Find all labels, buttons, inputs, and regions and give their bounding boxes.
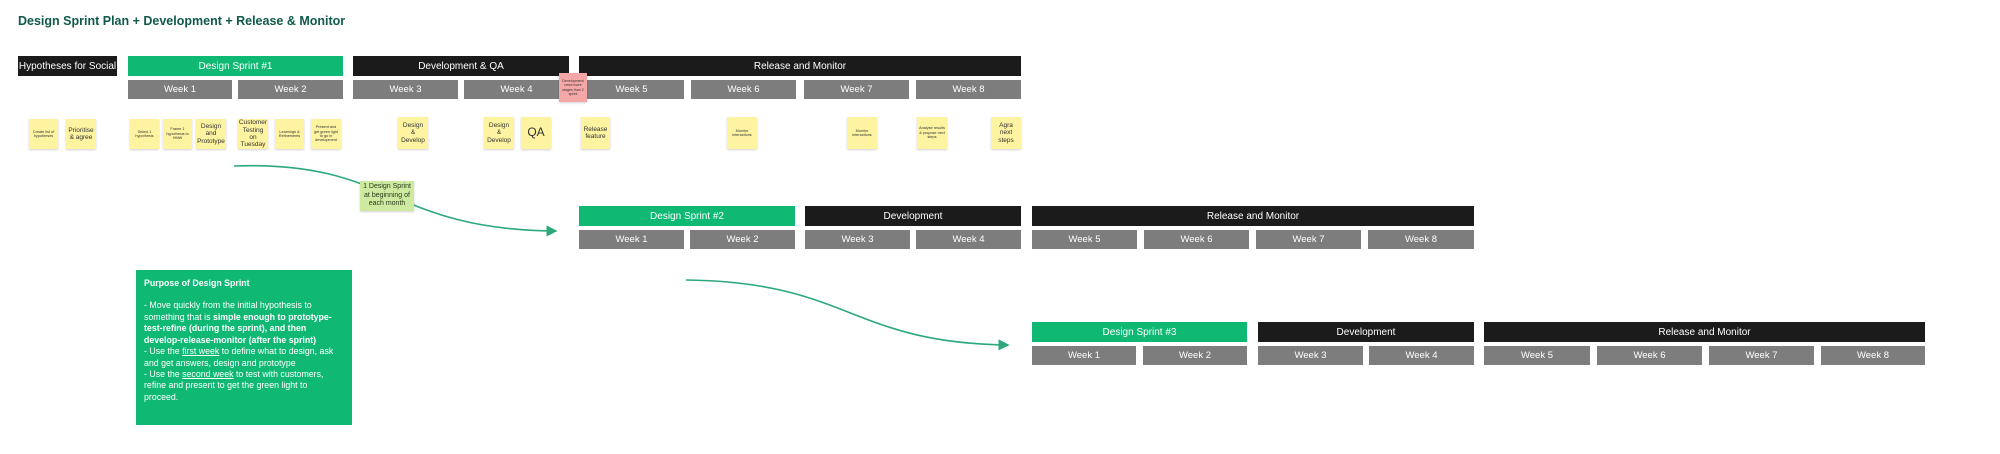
development-header-3: Development [1258, 322, 1474, 342]
sticky-note[interactable]: Monitor interactions [847, 117, 877, 149]
hypotheses-header: Hypotheses for Social [18, 56, 117, 76]
purpose-heading: Purpose of Design Sprint [144, 278, 250, 288]
sprint-1-header: Design Sprint #1 [128, 56, 343, 76]
sticky-note[interactable]: Frame 1 hypothesis to HMW [163, 119, 192, 149]
row3-week-4: Week 4 [1369, 346, 1474, 365]
development-qa-header: Development & QA [353, 56, 569, 76]
row3-week-8: Week 8 [1821, 346, 1925, 365]
row1-week-2: Week 2 [238, 80, 343, 99]
row3-week-2: Week 2 [1143, 346, 1247, 365]
release-monitor-header-2: Release and Monitor [1032, 206, 1474, 226]
row3-week-5: Week 5 [1484, 346, 1590, 365]
row2-week-3: Week 3 [805, 230, 910, 249]
row2-week-6: Week 6 [1144, 230, 1249, 249]
sticky-note[interactable]: Design and Prototype [196, 119, 226, 149]
cadence-note[interactable]: 1 Design Sprint at beginning of each mon… [360, 181, 414, 211]
row1-week-1: Week 1 [128, 80, 232, 99]
row2-week-2: Week 2 [690, 230, 795, 249]
row1-week-4: Week 4 [464, 80, 569, 99]
row2-week-5: Week 5 [1032, 230, 1137, 249]
release-monitor-header-3: Release and Monitor [1484, 322, 1925, 342]
sticky-note[interactable]: Customer Testing on Tuesday [238, 119, 268, 149]
sticky-note[interactable]: Create list of hypotheses [29, 119, 58, 149]
row1-week-8: Week 8 [916, 80, 1021, 99]
row3-week-6: Week 6 [1597, 346, 1702, 365]
sticky-note[interactable]: Analyse results & propose next steps [917, 117, 947, 149]
purpose-point-2: - Use the first week to define what to d… [144, 346, 334, 368]
row2-week-8: Week 8 [1368, 230, 1474, 249]
row2-week-7: Week 7 [1256, 230, 1361, 249]
first-week-link: first week [182, 346, 220, 357]
sticky-note[interactable]: Design & Develop [484, 117, 514, 149]
row3-week-7: Week 7 [1709, 346, 1814, 365]
sticky-note[interactable]: Release feature [581, 117, 610, 149]
sticky-note[interactable]: Monitor interactions [727, 117, 757, 149]
row1-week-5: Week 5 [579, 80, 684, 99]
row2-week-1: Week 1 [579, 230, 684, 249]
sticky-note[interactable]: Prioritise & agree [66, 119, 96, 149]
connector-sprint2-to-sprint3 [685, 279, 1010, 351]
row1-week-3: Week 3 [353, 80, 458, 99]
purpose-point-3: - Use the second week to test with custo… [144, 368, 324, 402]
sticky-note[interactable]: Select 1 hypothesis [130, 119, 159, 149]
board-title: Design Sprint Plan + Development + Relea… [18, 14, 346, 28]
row3-week-1: Week 1 [1032, 346, 1136, 365]
row2-week-4: Week 4 [916, 230, 1021, 249]
sprint-2-header: Design Sprint #2 [579, 206, 795, 226]
sticky-note[interactable]: Learnings & Refinements [275, 119, 304, 149]
purpose-point-1: - Move quickly from the initial hypothes… [144, 300, 332, 345]
sticky-note[interactable]: Agra next steps [991, 117, 1021, 149]
sticky-note[interactable]: Present and get green light to go in dev… [311, 119, 341, 149]
second-week-link: second week [182, 368, 234, 379]
row1-week-7: Week 7 [804, 80, 909, 99]
release-monitor-header-1: Release and Monitor [579, 56, 1021, 76]
sprint-3-header: Design Sprint #3 [1032, 322, 1247, 342]
row3-week-3: Week 3 [1258, 346, 1363, 365]
alert-sticky-note[interactable]: Development need more stages than 2 spri… [559, 73, 587, 102]
sticky-note[interactable]: Design & Develop [398, 117, 428, 149]
development-header-2: Development [805, 206, 1021, 226]
row1-week-6: Week 6 [691, 80, 796, 99]
purpose-card: Purpose of Design Sprint - Move quickly … [136, 270, 352, 425]
sticky-note[interactable]: QA [521, 117, 551, 149]
